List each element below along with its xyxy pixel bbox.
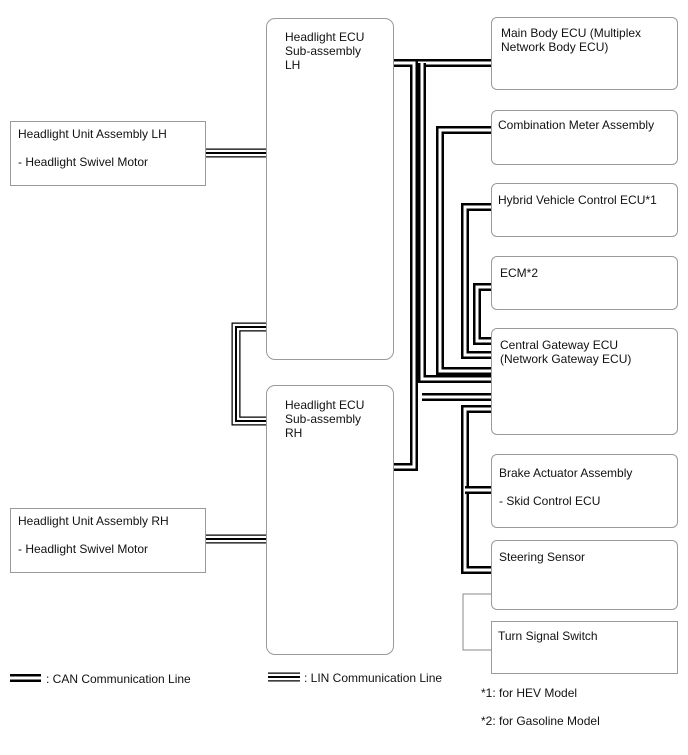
lin-line-lh-rh [235, 326, 266, 422]
headlight-unit-rh-title: Headlight Unit Assembly RH [18, 514, 169, 528]
can-line-hybrid-vehicle [463, 205, 491, 357]
steering-sensor-box: Steering Sensor [491, 540, 678, 610]
combination-meter-box: Combination Meter Assembly [491, 110, 678, 165]
note-gasoline-model: *2: for Gasoline Model [481, 714, 600, 728]
main-body-ecu-box: Main Body ECU (Multiplex Network Body EC… [491, 17, 678, 90]
can-line-ecu-link [394, 59, 418, 471]
note-hev-model: *1: for HEV Model [481, 686, 578, 700]
headlight-unit-rh-box: Headlight Unit Assembly RH - Headlight S… [10, 508, 206, 573]
hybrid-vehicle-ecu-box: Hybrid Vehicle Control ECU*1 [491, 183, 678, 237]
headlight-unit-lh-title: Headlight Unit Assembly LH [18, 127, 167, 141]
headlight-ecu-rh-box: Headlight ECU Sub-assembly RH [266, 385, 394, 655]
can-line-ecu-link [394, 61, 416, 469]
can-line-outer-trunk [420, 63, 491, 381]
central-gateway-ecu-box: Central Gateway ECU (Network Gateway ECU… [491, 328, 678, 435]
ecm-label: ECM*2 [500, 266, 539, 280]
hybrid-vehicle-ecu-label: Hybrid Vehicle Control ECU*1 [498, 193, 657, 207]
headlight-ecu-lh-box: Headlight ECU Sub-assembly LH [266, 18, 394, 360]
headlight-unit-lh-box: Headlight Unit Assembly LH - Headlight S… [10, 121, 206, 186]
lin-line-lh-rh [231, 322, 266, 426]
brake-actuator-title: Brake Actuator Assembly [499, 466, 633, 480]
brake-actuator-sub: - Skid Control ECU [499, 494, 601, 508]
can-line-combination-meter [438, 128, 491, 373]
central-gateway-ecu-label: Central Gateway ECU (Network Gateway ECU… [500, 338, 632, 366]
headlight-ecu-lh-label: Headlight ECU Sub-assembly LH [285, 30, 365, 72]
signal-line-turn-switch [462, 593, 491, 651]
legend-can-label: : CAN Communication Line [46, 672, 191, 686]
steering-sensor-label: Steering Sensor [499, 550, 586, 564]
headlight-unit-rh-sub: - Headlight Swivel Motor [18, 542, 149, 556]
headlight-unit-lh-sub: - Headlight Swivel Motor [18, 155, 149, 169]
brake-actuator-box: Brake Actuator Assembly - Skid Control E… [491, 454, 678, 528]
combination-meter-label: Combination Meter Assembly [498, 118, 655, 132]
can-line-ecm [475, 285, 491, 343]
headlight-ecu-rh-label: Headlight ECU Sub-assembly RH [285, 398, 365, 440]
turn-signal-switch-box: Turn Signal Switch [491, 621, 678, 674]
turn-signal-switch-label: Turn Signal Switch [498, 629, 598, 643]
can-line-ecm [473, 283, 491, 345]
ecm-box: ECM*2 [491, 256, 678, 310]
legend-lin-label: : LIN Communication Line [304, 671, 443, 685]
main-body-ecu-label: Main Body ECU (Multiplex Network Body EC… [501, 26, 642, 54]
